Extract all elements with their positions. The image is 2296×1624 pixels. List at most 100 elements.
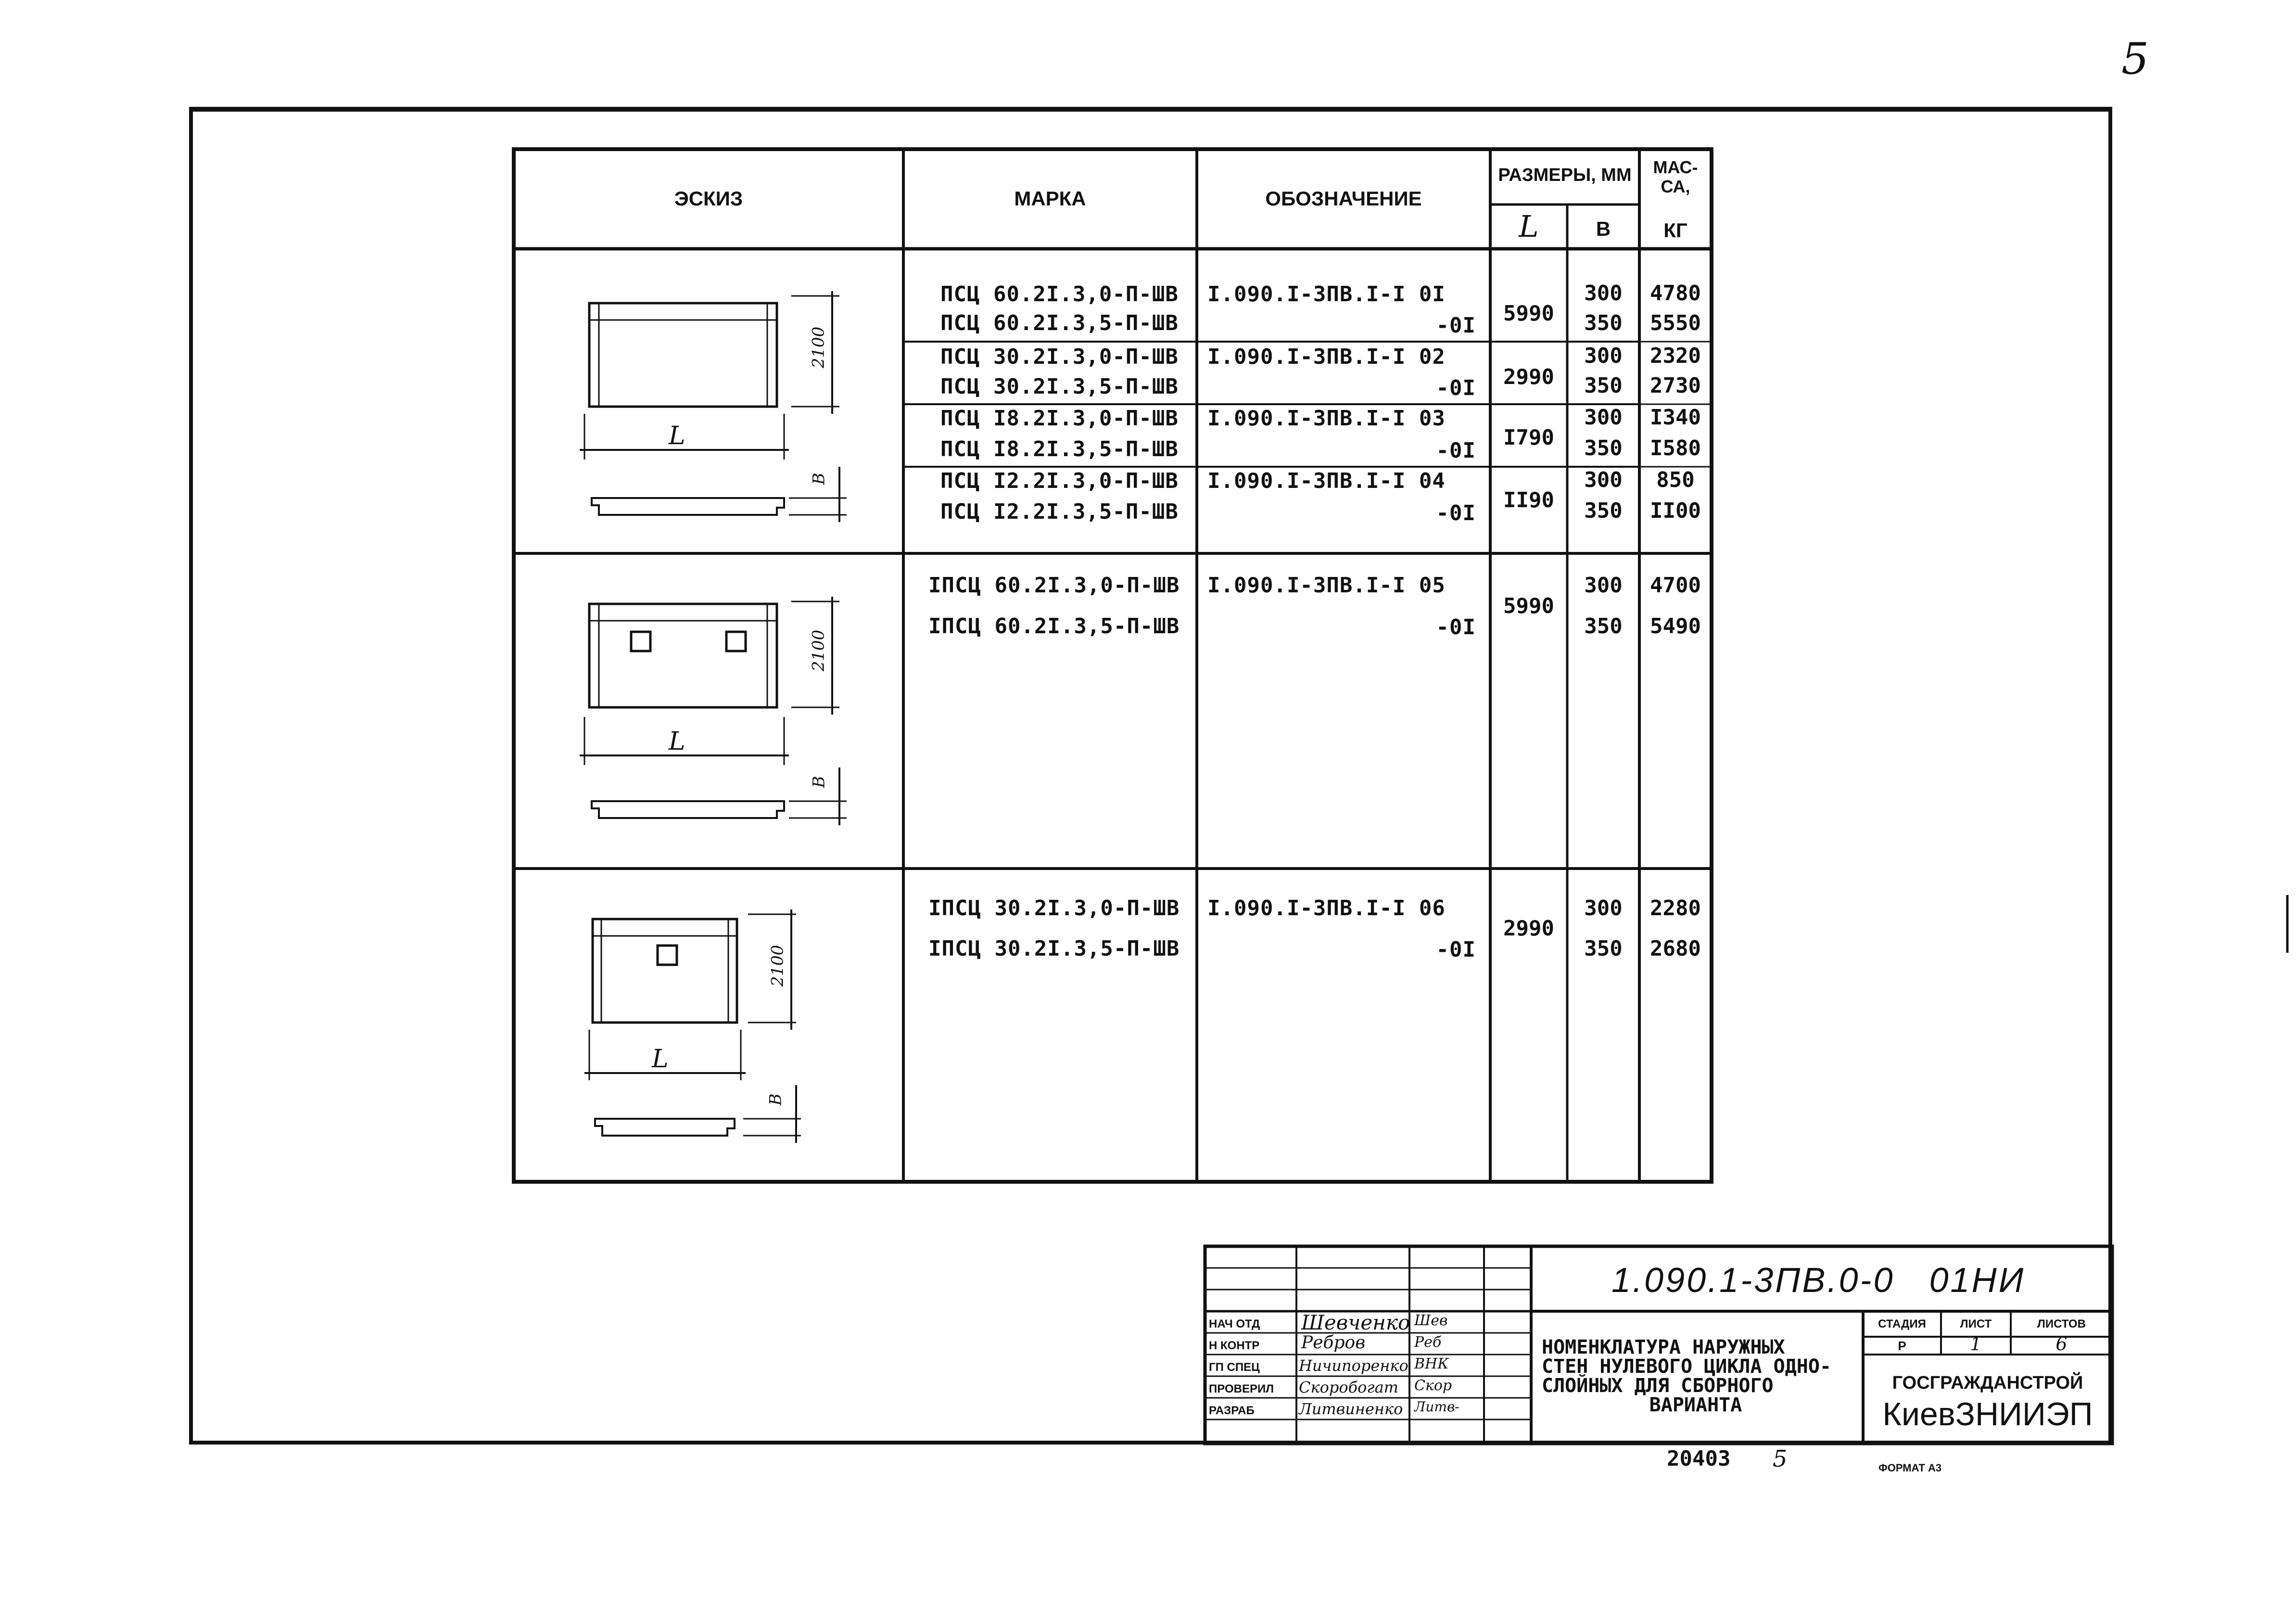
sheet-value: 1	[1970, 1333, 1982, 1355]
designation-cell: -0I	[1436, 376, 1476, 400]
signature: Литв-	[1414, 1399, 1459, 1415]
designation-cell: I.090.I-3ПВ.I-I 02	[1207, 345, 1446, 369]
thickness-cell: 300	[1584, 468, 1623, 492]
designation-cell: I.090.I-3ПВ.I-I 03	[1207, 406, 1446, 431]
stage-value: Р	[1898, 1339, 1906, 1353]
thickness-cell: 350	[1584, 614, 1623, 639]
designation-cell: I.090.I-3ПВ.I-I 0I	[1207, 282, 1446, 307]
mass-cell: 5490	[1650, 614, 1701, 639]
mass-cell: II00	[1650, 499, 1701, 523]
signature: Реб	[1414, 1334, 1442, 1351]
designation-cell: -0I	[1436, 501, 1476, 525]
header-mark: МАРКА	[1014, 187, 1086, 210]
designation-cell: -0I	[1436, 438, 1476, 463]
thickness-cell: 350	[1584, 311, 1623, 335]
document-code: 1.090.1-3ПВ.0-0 01НИ	[1611, 1261, 2026, 1300]
sketch-height-label: 2100	[768, 945, 787, 987]
sketch-height-label: 2100	[809, 629, 828, 672]
signature: ВНК	[1414, 1355, 1449, 1372]
panel-sketch-1	[580, 291, 847, 522]
sheets-label: ЛИСТОВ	[2037, 1317, 2086, 1330]
header-dimensions: РАЗМЕРЫ, ММ	[1498, 165, 1632, 185]
person-name: Шевченко	[1301, 1311, 1410, 1334]
signature: Скор	[1414, 1377, 1452, 1394]
mass-cell: 2280	[1650, 896, 1701, 921]
drawing-title-line: СЛОЙНЫХ ДЛЯ СБОРНОГО	[1542, 1375, 1774, 1397]
header-dim-b: В	[1596, 217, 1611, 240]
header-mass-2: СА,	[1661, 177, 1690, 196]
sketch-length-label: L	[652, 1045, 669, 1074]
thickness-cell: 300	[1584, 281, 1623, 306]
mark-cell: ПСЦ I8.2I.3,0-П-ШВ	[940, 406, 1179, 431]
length-cell: 2990	[1503, 916, 1554, 941]
person-name: Скоробогат	[1299, 1378, 1398, 1396]
role-label: ГП СПЕЦ	[1209, 1361, 1260, 1374]
paper-format: ФОРМАТ А3	[1878, 1462, 1942, 1474]
thickness-cell: 300	[1584, 344, 1623, 368]
header-mass-3: КГ	[1663, 219, 1687, 242]
thickness-cell: 300	[1584, 896, 1623, 921]
mass-cell: 2680	[1650, 936, 1701, 961]
person-name: Литвиненко	[1299, 1400, 1403, 1418]
panel-sketch-2	[580, 597, 847, 825]
mass-cell: 2730	[1650, 373, 1701, 398]
mark-cell: ПСЦ I2.2I.3,0-П-ШВ	[940, 469, 1179, 493]
mass-cell: 4700	[1650, 573, 1701, 598]
mark-cell: ПСЦ 30.2I.3,5-П-ШВ	[940, 374, 1179, 399]
drawing-title-line: НОМЕНКЛАТУРА НАРУЖНЫХ	[1542, 1336, 1785, 1358]
inventory-sheet: 5	[1773, 1445, 1788, 1472]
drawing-title-line: СТЕН НУЛЕВОГО ЦИКЛА ОДНО-	[1542, 1355, 1832, 1378]
mass-cell: 2320	[1650, 344, 1701, 368]
drawing-frame	[189, 107, 2112, 1445]
sketch-thickness-label: В	[809, 473, 829, 485]
mass-cell: I340	[1650, 405, 1701, 430]
inventory-number: 20403	[1667, 1446, 1731, 1471]
designation-cell: -0I	[1436, 937, 1476, 962]
header-mass-1: МАС-	[1653, 157, 1698, 177]
role-label: НАЧ ОТД	[1209, 1317, 1260, 1330]
thickness-cell: 350	[1584, 436, 1623, 460]
mark-cell: IПСЦ 60.2I.3,0-П-ШВ	[928, 573, 1180, 598]
mark-cell: ПСЦ 30.2I.3,0-П-ШВ	[940, 345, 1179, 369]
mark-cell: IПСЦ 60.2I.3,5-П-ШВ	[928, 614, 1180, 639]
mark-cell: ПСЦ 60.2I.3,5-П-ШВ	[940, 311, 1179, 335]
thickness-cell: 300	[1584, 573, 1623, 598]
sketch-thickness-label: В	[766, 1093, 786, 1106]
drawing-title-line: ВАРИАНТА	[1649, 1394, 1742, 1416]
mark-cell: ПСЦ I2.2I.3,5-П-ШВ	[940, 499, 1179, 524]
mark-cell: IПСЦ 30.2I.3,0-П-ШВ	[928, 896, 1180, 921]
mass-cell: I580	[1650, 436, 1701, 460]
sketch-length-label: L	[669, 727, 685, 756]
sheet-label: ЛИСТ	[1960, 1317, 1992, 1330]
stage-label: СТАДИЯ	[1878, 1317, 1926, 1330]
thickness-cell: 350	[1584, 499, 1623, 523]
page-number: 5	[2121, 34, 2149, 84]
sketch-length-label: L	[669, 422, 685, 450]
length-cell: I790	[1503, 425, 1554, 450]
length-cell: 5990	[1503, 301, 1554, 326]
header-sketch: ЭСКИЗ	[674, 187, 743, 210]
title-block-grid	[1203, 1244, 2114, 1445]
length-cell: 5990	[1503, 594, 1554, 618]
designation-cell: -0I	[1436, 615, 1476, 639]
role-label: Н КОНТР	[1209, 1339, 1260, 1352]
mass-cell: 5550	[1650, 311, 1701, 335]
sketch-height-label: 2100	[809, 326, 828, 369]
organization-1: ГОСГРАЖДАНСТРОЙ	[1892, 1373, 2083, 1393]
signature: Шев	[1414, 1312, 1448, 1329]
person-name: Ребров	[1301, 1333, 1366, 1353]
mark-cell: ПСЦ I8.2I.3,5-П-ШВ	[940, 437, 1179, 461]
organization-2: КиевЗНИИЭП	[1882, 1396, 2093, 1432]
designation-cell: -0I	[1436, 313, 1476, 338]
mass-cell: 4780	[1650, 281, 1701, 306]
designation-cell: I.090.I-3ПВ.I-I 05	[1207, 573, 1446, 598]
mark-cell: IПСЦ 30.2I.3,5-П-ШВ	[928, 936, 1180, 961]
thickness-cell: 300	[1584, 405, 1623, 430]
mass-cell: 850	[1656, 468, 1695, 492]
thickness-cell: 350	[1584, 373, 1623, 398]
header-designation: ОБОЗНАЧЕНИЕ	[1265, 187, 1422, 210]
designation-cell: I.090.I-3ПВ.I-I 06	[1207, 896, 1446, 921]
designation-cell: I.090.I-3ПВ.I-I 04	[1207, 469, 1446, 493]
role-label: ПРОВЕРИЛ	[1209, 1382, 1274, 1395]
